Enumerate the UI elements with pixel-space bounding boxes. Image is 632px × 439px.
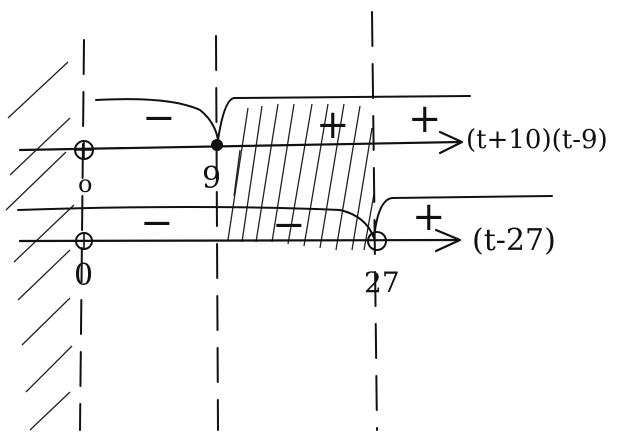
sign-1-1: − [142, 95, 176, 141]
twenty-seven-open-circle [367, 231, 387, 251]
zero-marker-line2 [75, 232, 93, 250]
left-excluded-hatching [5, 61, 75, 431]
label-nine: 9 [202, 161, 221, 196]
signs-line-2: − − + [140, 194, 446, 248]
label-zero-upper: o [78, 170, 92, 198]
vertical-guides [79, 11, 378, 431]
sign-1-2: + [316, 102, 350, 148]
zero-marker-line1 [74, 140, 94, 160]
sign-1-3: + [408, 96, 442, 142]
signs-line-1: − + + [142, 95, 442, 148]
sign-2-1: − [140, 200, 174, 246]
sign-curve-2 [17, 195, 553, 239]
label-zero-lower: 0 [74, 258, 93, 293]
sign-curve-1 [95, 95, 471, 141]
expression-line-2: (t-27) [472, 223, 556, 258]
markers [74, 139, 387, 251]
sign-2-3: + [412, 194, 446, 240]
expression-line-1: (t+10)(t-9) [466, 125, 608, 155]
sign-2-2: − [272, 202, 306, 248]
label-twenty-seven: 27 [364, 266, 400, 299]
nine-filled-dot [211, 139, 223, 151]
